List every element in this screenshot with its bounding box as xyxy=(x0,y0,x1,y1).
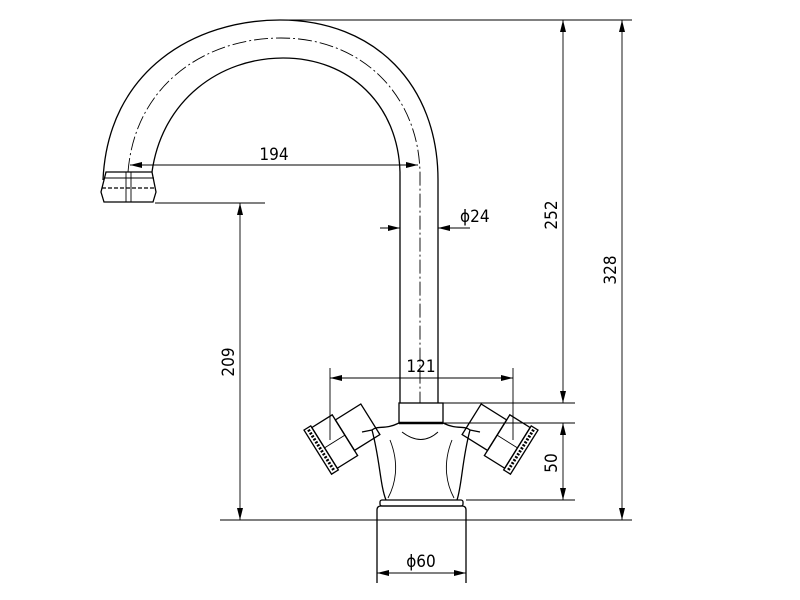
aerator-nozzle xyxy=(100,171,157,203)
dim-label-tube-diameter: ϕ24 xyxy=(460,207,490,227)
dimension-50: 50 xyxy=(542,423,566,500)
dimension-328: 328 xyxy=(601,20,625,520)
left-handle xyxy=(303,403,381,476)
faucet-body xyxy=(361,422,481,583)
collar xyxy=(398,402,444,425)
dim-label-209: 209 xyxy=(219,347,239,376)
dim-label-252: 252 xyxy=(542,200,562,229)
dimension-base-diameter: ϕ60 xyxy=(377,552,466,576)
dim-label-base-diameter: ϕ60 xyxy=(406,552,436,572)
dim-label-194: 194 xyxy=(259,145,288,165)
dimension-121: 121 xyxy=(330,357,513,381)
dimension-tube-diameter: ϕ24 xyxy=(380,207,490,231)
dim-label-121: 121 xyxy=(406,357,435,377)
spout xyxy=(102,19,439,403)
dimension-252: 252 xyxy=(542,20,566,403)
dim-label-50: 50 xyxy=(542,453,562,472)
dimension-194: 194 xyxy=(130,145,418,168)
right-handle xyxy=(461,403,539,476)
extension-lines xyxy=(155,19,632,583)
dim-label-328: 328 xyxy=(601,255,621,284)
dimension-209: 209 xyxy=(219,203,243,520)
